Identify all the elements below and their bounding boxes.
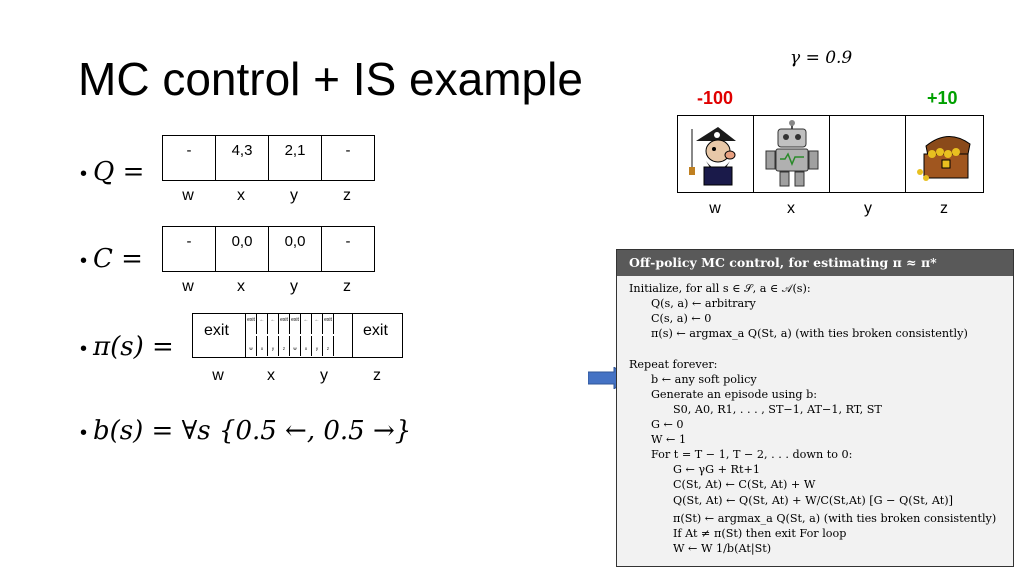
reward-left: -100 bbox=[697, 88, 734, 108]
algo-line-9: W ← 1 bbox=[651, 433, 687, 446]
grid-label-z: z bbox=[940, 200, 948, 217]
algo-line-1: Q(s, a) ← arbitrary bbox=[651, 297, 756, 310]
grid-world bbox=[677, 115, 984, 193]
robot-icon bbox=[765, 120, 818, 187]
mini-bot-4: w bbox=[290, 336, 301, 356]
mini-top-5: ← bbox=[301, 314, 312, 334]
grid-label-y: y bbox=[864, 200, 872, 217]
c-label-x: x bbox=[237, 278, 245, 295]
c-table: - 0,0 0,0 - bbox=[162, 226, 375, 272]
c-cell-y: 0,0 bbox=[269, 227, 322, 271]
pi-table: exit exit exit ← ← exit exit ← ← exit w … bbox=[192, 313, 403, 358]
pi-label-x: x bbox=[267, 367, 275, 384]
c-label-z: z bbox=[343, 278, 351, 295]
reward-right: +10 bbox=[927, 88, 958, 108]
algo-line-6: Generate an episode using b: bbox=[651, 388, 818, 401]
grid-cell-z bbox=[906, 116, 982, 192]
b-row: •b(s) = ∀s {0.5 ←, 0.5 →} bbox=[80, 416, 411, 446]
algo-line-13: Q(St, At) ← Q(St, At) + W/C(St,At) [G − … bbox=[673, 494, 953, 507]
q-cell-x: 4,3 bbox=[216, 136, 269, 180]
grid-cell-x bbox=[754, 116, 830, 192]
mini-bot-5: x bbox=[301, 336, 312, 356]
c-symbol: C = bbox=[93, 244, 143, 274]
mini-row-bottom: w x y z w x y z bbox=[246, 336, 334, 356]
grid-label-w: w bbox=[709, 200, 721, 217]
algo-line-5: b ← any soft policy bbox=[651, 373, 757, 386]
grid-cell-w bbox=[678, 116, 754, 192]
pi-right-exit: exit bbox=[363, 322, 388, 339]
algo-line-14: π(St) ← argmax_a Q(St, a) (with ties bro… bbox=[673, 512, 997, 525]
q-cell-z: - bbox=[345, 142, 351, 159]
pi-label: •π(s) = bbox=[80, 332, 174, 362]
mini-bot-2: y bbox=[268, 336, 279, 356]
mini-top-3: exit bbox=[279, 314, 290, 334]
algo-line-3: π(s) ← argmax_a Q(St, a) (with ties brok… bbox=[651, 327, 968, 340]
c-label: •C = bbox=[80, 244, 143, 274]
grid-label-x: x bbox=[787, 200, 795, 217]
pi-label-y: y bbox=[320, 367, 328, 384]
q-label-x: x bbox=[237, 187, 245, 204]
mini-bot-0: w bbox=[246, 336, 257, 356]
algo-line-8: G ← 0 bbox=[651, 418, 684, 431]
mini-top-4: exit bbox=[290, 314, 301, 334]
q-symbol: Q = bbox=[93, 157, 145, 187]
algo-line-15: If At ≠ π(St) then exit For loop bbox=[673, 527, 847, 540]
pi-left-exit: exit bbox=[204, 322, 229, 339]
mini-bot-1: x bbox=[257, 336, 268, 356]
q-label-w: w bbox=[182, 187, 194, 204]
bullet-b: • bbox=[80, 422, 88, 444]
algorithm-header: Off-policy MC control, for estimating π … bbox=[617, 250, 1013, 276]
algo-line-11: G ← γG + Rt+1 bbox=[673, 463, 760, 476]
mini-top-1: ← bbox=[257, 314, 268, 334]
c-label-y: y bbox=[290, 278, 298, 295]
slide-title: MC control + IS example bbox=[78, 53, 583, 105]
q-table: - 4,3 2,1 - bbox=[162, 135, 375, 181]
bullet-c: • bbox=[80, 250, 88, 272]
mini-row-top: exit ← ← exit exit ← ← exit bbox=[246, 314, 334, 334]
pi-inner-table: exit ← ← exit exit ← ← exit w x y z w x … bbox=[245, 314, 353, 357]
grid-cell-y bbox=[830, 116, 906, 192]
algo-line-2: C(s, a) ← 0 bbox=[651, 312, 712, 325]
b-text: b(s) = ∀s {0.5 ←, 0.5 →} bbox=[93, 416, 412, 446]
gamma-text: γ = 0.9 bbox=[790, 48, 853, 68]
c-label-w: w bbox=[182, 278, 194, 295]
algo-line-10: For t = T − 1, T − 2, . . . down to 0: bbox=[651, 448, 853, 461]
mini-top-7: exit bbox=[323, 314, 334, 334]
pi-label-w: w bbox=[212, 367, 224, 384]
algorithm-box: Off-policy MC control, for estimating π … bbox=[616, 249, 1014, 567]
algo-line-4: Repeat forever: bbox=[629, 358, 718, 371]
pi-label-z: z bbox=[373, 367, 381, 384]
mini-top-2: ← bbox=[268, 314, 279, 334]
pi-symbol: π(s) = bbox=[93, 332, 174, 362]
q-label-z: z bbox=[343, 187, 351, 204]
algo-line-12: C(St, At) ← C(St, At) + W bbox=[673, 478, 816, 491]
treasure-chest-icon bbox=[917, 136, 971, 181]
mini-bot-3: z bbox=[279, 336, 290, 356]
algo-line-0: Initialize, for all s ∈ 𝒮, a ∈ 𝒜(s): bbox=[629, 282, 811, 295]
q-cell-w: - bbox=[163, 136, 216, 180]
q-label: •Q = bbox=[80, 157, 144, 187]
c-cell-w: - bbox=[163, 227, 216, 271]
algo-line-7: S0, A0, R1, . . . , ST−1, AT−1, RT, ST bbox=[673, 403, 882, 416]
algo-line-16: W ← W 1/b(At|St) bbox=[673, 542, 772, 555]
q-cell-y: 2,1 bbox=[269, 136, 322, 180]
bullet-q: • bbox=[80, 163, 88, 185]
c-cell-x: 0,0 bbox=[216, 227, 269, 271]
mini-top-6: ← bbox=[312, 314, 323, 334]
mini-top-0: exit bbox=[246, 314, 257, 334]
mini-bot-6: y bbox=[312, 336, 323, 356]
bullet-pi: • bbox=[80, 338, 88, 360]
q-label-y: y bbox=[290, 187, 298, 204]
c-cell-z: - bbox=[345, 233, 351, 250]
mini-bot-7: z bbox=[323, 336, 334, 356]
pirate-icon bbox=[688, 127, 736, 186]
